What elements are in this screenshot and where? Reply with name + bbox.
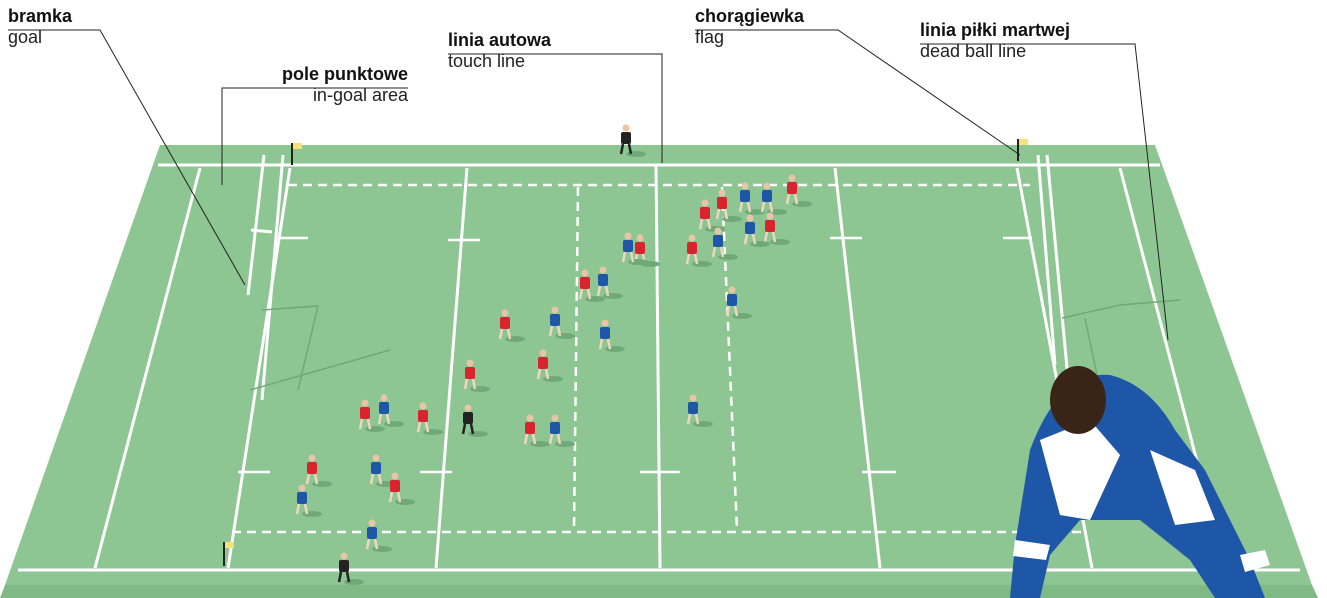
player-icon — [536, 349, 563, 382]
players — [295, 124, 812, 585]
player-icon — [358, 399, 385, 432]
label-goal-pl: bramka — [8, 6, 73, 26]
label-flag-pl: chorągiewka — [695, 6, 805, 26]
player-icon — [388, 472, 415, 505]
player-icon — [763, 212, 790, 245]
player-icon — [295, 484, 322, 517]
player-icon — [621, 232, 648, 265]
player-icon — [686, 394, 713, 427]
right-10m-line — [720, 186, 739, 531]
player-icon — [598, 319, 625, 352]
post-shadows — [249, 299, 1181, 391]
player-icon — [377, 394, 404, 427]
flag-icon — [1017, 139, 1028, 161]
right-goal-posts — [1036, 154, 1072, 401]
player-icon — [596, 266, 623, 299]
player-icon — [365, 519, 392, 552]
left-22-line — [434, 167, 469, 569]
label-dead-ball-line: linia piłki martwej dead ball line — [920, 20, 1070, 61]
label-goal-en: goal — [8, 26, 43, 47]
label-in-goal-en: in-goal area — [312, 84, 408, 105]
left-10m-line — [572, 186, 580, 531]
halfway-line — [654, 164, 662, 569]
player-icon — [548, 306, 575, 339]
player-icon — [523, 414, 550, 447]
referee-icon — [337, 552, 364, 585]
label-dead-ball-en: dead ball line — [920, 40, 1027, 61]
label-touch-line-pl: linia autowa — [448, 30, 552, 50]
player-icon — [685, 234, 712, 267]
player-icon — [785, 174, 812, 207]
player-icon — [578, 269, 605, 302]
pitch-front-edge — [0, 585, 1318, 598]
left-goal-posts — [246, 154, 285, 401]
flag-icon — [223, 542, 234, 566]
player-icon — [463, 359, 490, 392]
label-flag: chorągiewka flag — [695, 6, 804, 47]
label-touch-line: linia autowa touch line — [448, 30, 551, 71]
player-icon — [548, 414, 575, 447]
foreground-player — [1010, 366, 1270, 598]
referee-icon — [619, 124, 646, 157]
player-icon — [498, 309, 525, 342]
player-icon — [715, 189, 742, 222]
label-flag-en: flag — [695, 26, 725, 47]
leader-lines — [8, 29, 1169, 341]
referee-icon — [461, 404, 488, 437]
label-in-goal-pl: pole punktowe — [282, 64, 408, 84]
left-dead-ball-line — [93, 167, 202, 569]
player-icon — [416, 402, 443, 435]
player-icon — [711, 227, 738, 260]
label-dead-ball-pl: linia piłki martwej — [920, 20, 1071, 40]
player-icon — [725, 286, 752, 319]
label-goal: bramka goal — [8, 6, 72, 47]
flag-icon — [291, 143, 302, 165]
player-icon — [743, 214, 770, 247]
right-22-line — [833, 167, 882, 569]
player-icon — [305, 454, 332, 487]
label-in-goal: pole punktowe in-goal area — [218, 64, 408, 105]
player-icon — [738, 182, 765, 215]
label-touch-line-en: touch line — [448, 50, 526, 71]
left-goal-line — [226, 167, 292, 569]
